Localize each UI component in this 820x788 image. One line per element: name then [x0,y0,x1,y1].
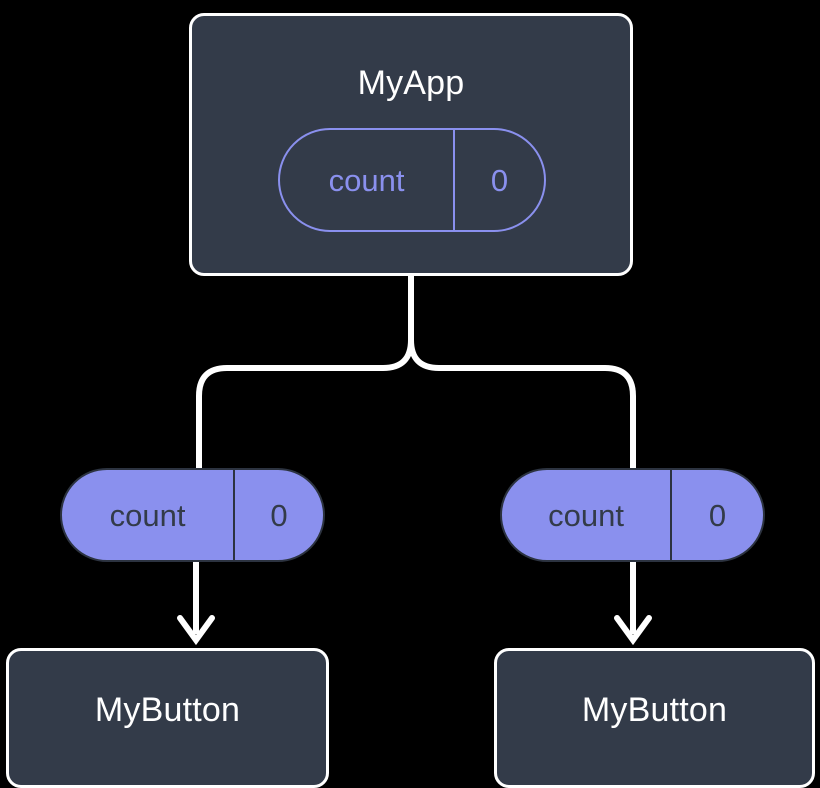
prop-pill-right-key: count [548,497,624,533]
prop-pill-right-value: 0 [670,470,763,560]
state-pill-myapp-value: 0 [453,130,544,230]
prop-pill-right[interactable]: count 0 [500,468,765,562]
widget-node-mybutton-left[interactable]: MyButton [6,648,329,788]
diagram-canvas: MyApp count 0 count 0 MyButton count 0 M… [6,13,815,788]
widget-title-mybutton-left: MyButton [94,691,241,729]
widget-node-mybutton-right[interactable]: MyButton [494,648,815,788]
arrowhead-left [177,615,215,646]
prop-pill-left-value: 0 [233,470,323,560]
state-pill-myapp-key: count [328,162,405,198]
state-pill-myapp[interactable]: count 0 [278,128,546,232]
edge-myapp-to-left-pill [196,273,414,473]
edge-myapp-to-right-pill [408,273,636,473]
prop-pill-left-key: count [109,497,186,533]
widget-title-mybutton-right: MyButton [581,691,728,729]
arrowhead-right [614,615,652,646]
widget-node-myapp[interactable]: MyApp [189,13,633,276]
widget-title-myapp: MyApp [357,64,465,102]
prop-pill-left[interactable]: count 0 [60,468,325,562]
